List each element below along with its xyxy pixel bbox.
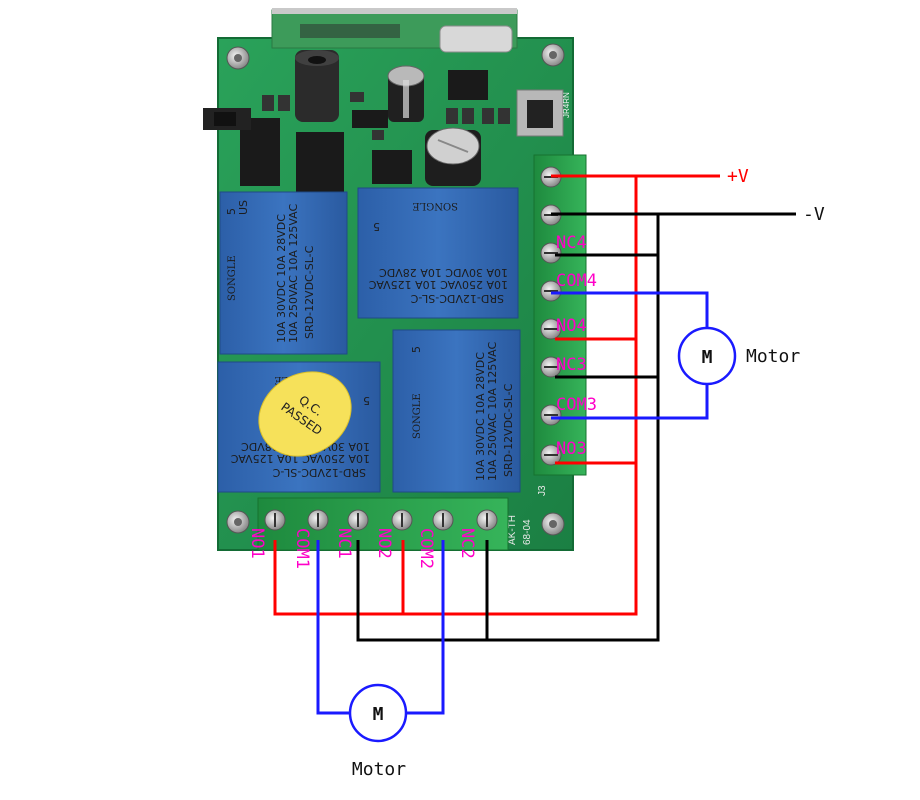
rf-module xyxy=(271,8,518,53)
relay-1: SRD-12VDC-SL-C 10A 250VAC 10A 125VAC 10A… xyxy=(219,191,348,355)
right-terminal-block xyxy=(533,154,587,476)
relay-4-brand: SONGLE xyxy=(412,393,423,439)
wire-negative-bus xyxy=(356,214,660,642)
relay-2: SRD-12VDC-SL-C 10A 250VAC 10A 125VAC 10A… xyxy=(357,187,519,319)
motor-right-circle xyxy=(677,326,737,386)
label-nc3: NC3 xyxy=(556,355,587,375)
relay-2-brand: SONGLE xyxy=(412,200,458,211)
board-mark-code: 68-04 xyxy=(522,519,533,545)
motor-right-caption: Motor xyxy=(746,346,800,367)
motor-right-symbol: M xyxy=(702,347,713,368)
bottom-terminal-block xyxy=(257,497,509,551)
inductor-coil xyxy=(295,50,339,122)
bottom-terminal-labels: NO1 COM1 NC1 NO2 COM2 NC2 xyxy=(247,528,477,569)
board-mark-j: J3 xyxy=(537,485,548,496)
relay-3: SRD-12VDC-SL-C 10A 250VAC 10A 125VAC 10A… xyxy=(217,361,381,493)
label-no4: NO4 xyxy=(556,316,587,336)
relay-1-rating2: 10A 30VDC 10A 28VDC xyxy=(275,214,288,343)
relay-4-model: SRD-12VDC-SL-C xyxy=(502,383,515,477)
wire-motor-bottom-com1 xyxy=(316,540,350,715)
label-no2: NO2 xyxy=(374,528,394,559)
capacitor-small xyxy=(387,65,425,122)
smd-components xyxy=(262,92,510,140)
label-no3: NO3 xyxy=(556,439,587,459)
label-nc2: NC2 xyxy=(457,528,477,559)
relay-4-rating2: 10A 30VDC 10A 28VDC xyxy=(474,352,487,481)
relay-1-brand: SONGLE xyxy=(227,255,238,301)
wire-motor-right-com3 xyxy=(551,384,709,420)
relay-2-model: SRD-12VDC-SL-C xyxy=(410,292,504,305)
relay-board: JR4RN SRD-12VDC-SL-C 10A 250VAC 10A 125V… xyxy=(203,8,587,551)
wire-positive-bus xyxy=(273,176,638,616)
relay-4-rating1: 10A 250VAC 10A 125VAC xyxy=(486,341,499,481)
relay-2-pin: 5 xyxy=(373,220,380,233)
motor-right: M Motor xyxy=(677,326,800,386)
label-no1: NO1 xyxy=(247,528,267,559)
relay-1-rating1: 10A 250VAC 10A 125VAC xyxy=(287,203,300,343)
supply-negative-label: -V xyxy=(803,204,825,225)
relay-3-model: SRD-12VDC-SL-C xyxy=(272,466,366,479)
relay-1-model: SRD-12VDC-SL-C xyxy=(303,245,316,339)
motor-bottom-circle xyxy=(348,683,408,743)
wires xyxy=(273,174,796,715)
label-nc1: NC1 xyxy=(334,528,354,559)
mount-holes xyxy=(226,43,565,536)
push-button: JR4RN xyxy=(516,89,571,137)
motor-bottom-caption: Motor xyxy=(352,759,406,780)
label-com1: COM1 xyxy=(292,528,312,569)
label-com3: COM3 xyxy=(556,395,597,415)
capacitor-large xyxy=(425,127,481,186)
motor-bottom: M Motor xyxy=(348,683,408,780)
board-mark-ak: AK-TH xyxy=(507,515,518,545)
label-com2: COM2 xyxy=(416,528,436,569)
relay-1-pin: 5 xyxy=(225,208,238,215)
relay-2-rating2: 10A 30VDC 10A 28VDC xyxy=(379,266,508,279)
label-com4: COM4 xyxy=(556,271,597,291)
board-mark-rn: JR4RN xyxy=(562,92,571,118)
relay-1-us: US xyxy=(237,200,250,215)
bottom-screws xyxy=(264,509,498,531)
relay-3-pin: 5 xyxy=(363,394,370,407)
right-screws xyxy=(540,166,562,466)
supply-positive-label: +V xyxy=(727,166,749,187)
label-nc4: NC4 xyxy=(556,233,587,253)
side-terminal-labels: NC4 COM4 NO4 NC3 COM3 NO3 xyxy=(556,233,597,459)
relay-4-pin: 5 xyxy=(410,346,423,353)
wire-motor-bottom-com2 xyxy=(406,540,445,715)
relay-2-rating1: 10A 250VAC 10A 125VAC xyxy=(368,278,508,291)
jumper-header xyxy=(203,108,251,130)
relay-4: SRD-12VDC-SL-C 10A 250VAC 10A 125VAC 10A… xyxy=(392,329,521,493)
relay-3-rating1: 10A 250VAC 10A 125VAC xyxy=(230,452,370,465)
motor-bottom-symbol: M xyxy=(373,704,384,725)
qc-sticker: Q.C. PASSED xyxy=(258,371,352,457)
wire-motor-right-com4 xyxy=(551,291,709,328)
